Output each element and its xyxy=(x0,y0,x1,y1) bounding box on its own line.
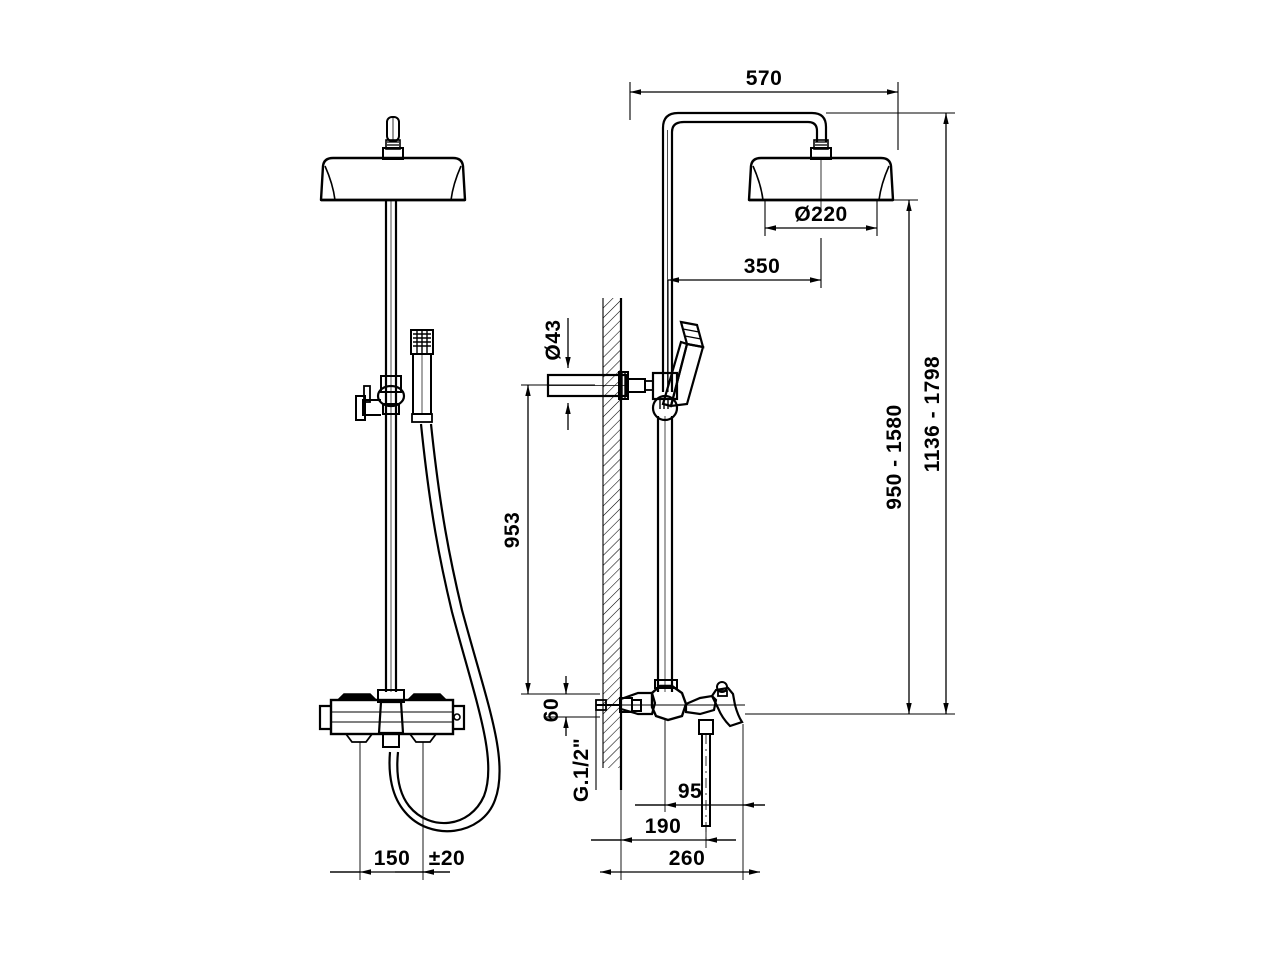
dim-350: 350 xyxy=(667,238,822,392)
front-mixer-body xyxy=(318,689,466,748)
dim-label-150: 150 xyxy=(374,847,411,870)
side-shower-arm xyxy=(661,111,828,392)
dim-190: 190 xyxy=(591,770,736,848)
dim-label-60: 60 xyxy=(540,698,563,722)
dim-label-570: 570 xyxy=(746,67,783,90)
dim-label-1136-1798: 1136 - 1798 xyxy=(921,356,944,472)
dim-950-1580: 950 - 1580 xyxy=(877,199,918,714)
dim-label-95: 95 xyxy=(678,780,702,803)
dim-260: 260 xyxy=(600,812,760,880)
dimension-annotations: 570 Ø220 350 1136 - 1798 950 - 1580 xyxy=(330,67,955,880)
dim-150-tolerance: 150 ±20 xyxy=(330,742,465,880)
side-hand-shower xyxy=(661,320,705,408)
dim-label-tolerance: ±20 xyxy=(429,847,465,870)
dim-label-190: 190 xyxy=(645,815,682,838)
dim-label-953: 953 xyxy=(501,512,524,549)
dim-220: Ø220 xyxy=(764,200,878,236)
dim-label-260: 260 xyxy=(669,847,706,870)
dim-570: 570 xyxy=(629,67,899,150)
dim-43: Ø43 xyxy=(542,318,571,430)
dim-label-g12: G.1/2" xyxy=(570,738,593,802)
side-riser-tube xyxy=(656,416,674,692)
dim-60: 60 xyxy=(540,676,600,736)
front-elevation-view xyxy=(318,116,501,833)
side-shower-head xyxy=(747,139,895,210)
dim-953: 953 xyxy=(501,384,600,695)
front-handshower-holder xyxy=(355,375,406,421)
dim-95: 95 xyxy=(635,720,765,812)
front-flexible-hose xyxy=(388,423,501,833)
dim-g12: G.1/2" xyxy=(570,700,597,802)
front-riser-tube xyxy=(384,200,398,692)
dim-1136-1798: 1136 - 1798 xyxy=(745,112,955,715)
front-shower-head xyxy=(319,116,467,202)
side-mixer-body xyxy=(595,679,745,840)
front-hand-shower xyxy=(410,329,434,423)
dim-label-43: Ø43 xyxy=(542,319,565,360)
dim-label-350: 350 xyxy=(744,255,781,278)
dim-label-950-1580: 950 - 1580 xyxy=(883,404,906,509)
dim-label-220: Ø220 xyxy=(794,203,847,226)
